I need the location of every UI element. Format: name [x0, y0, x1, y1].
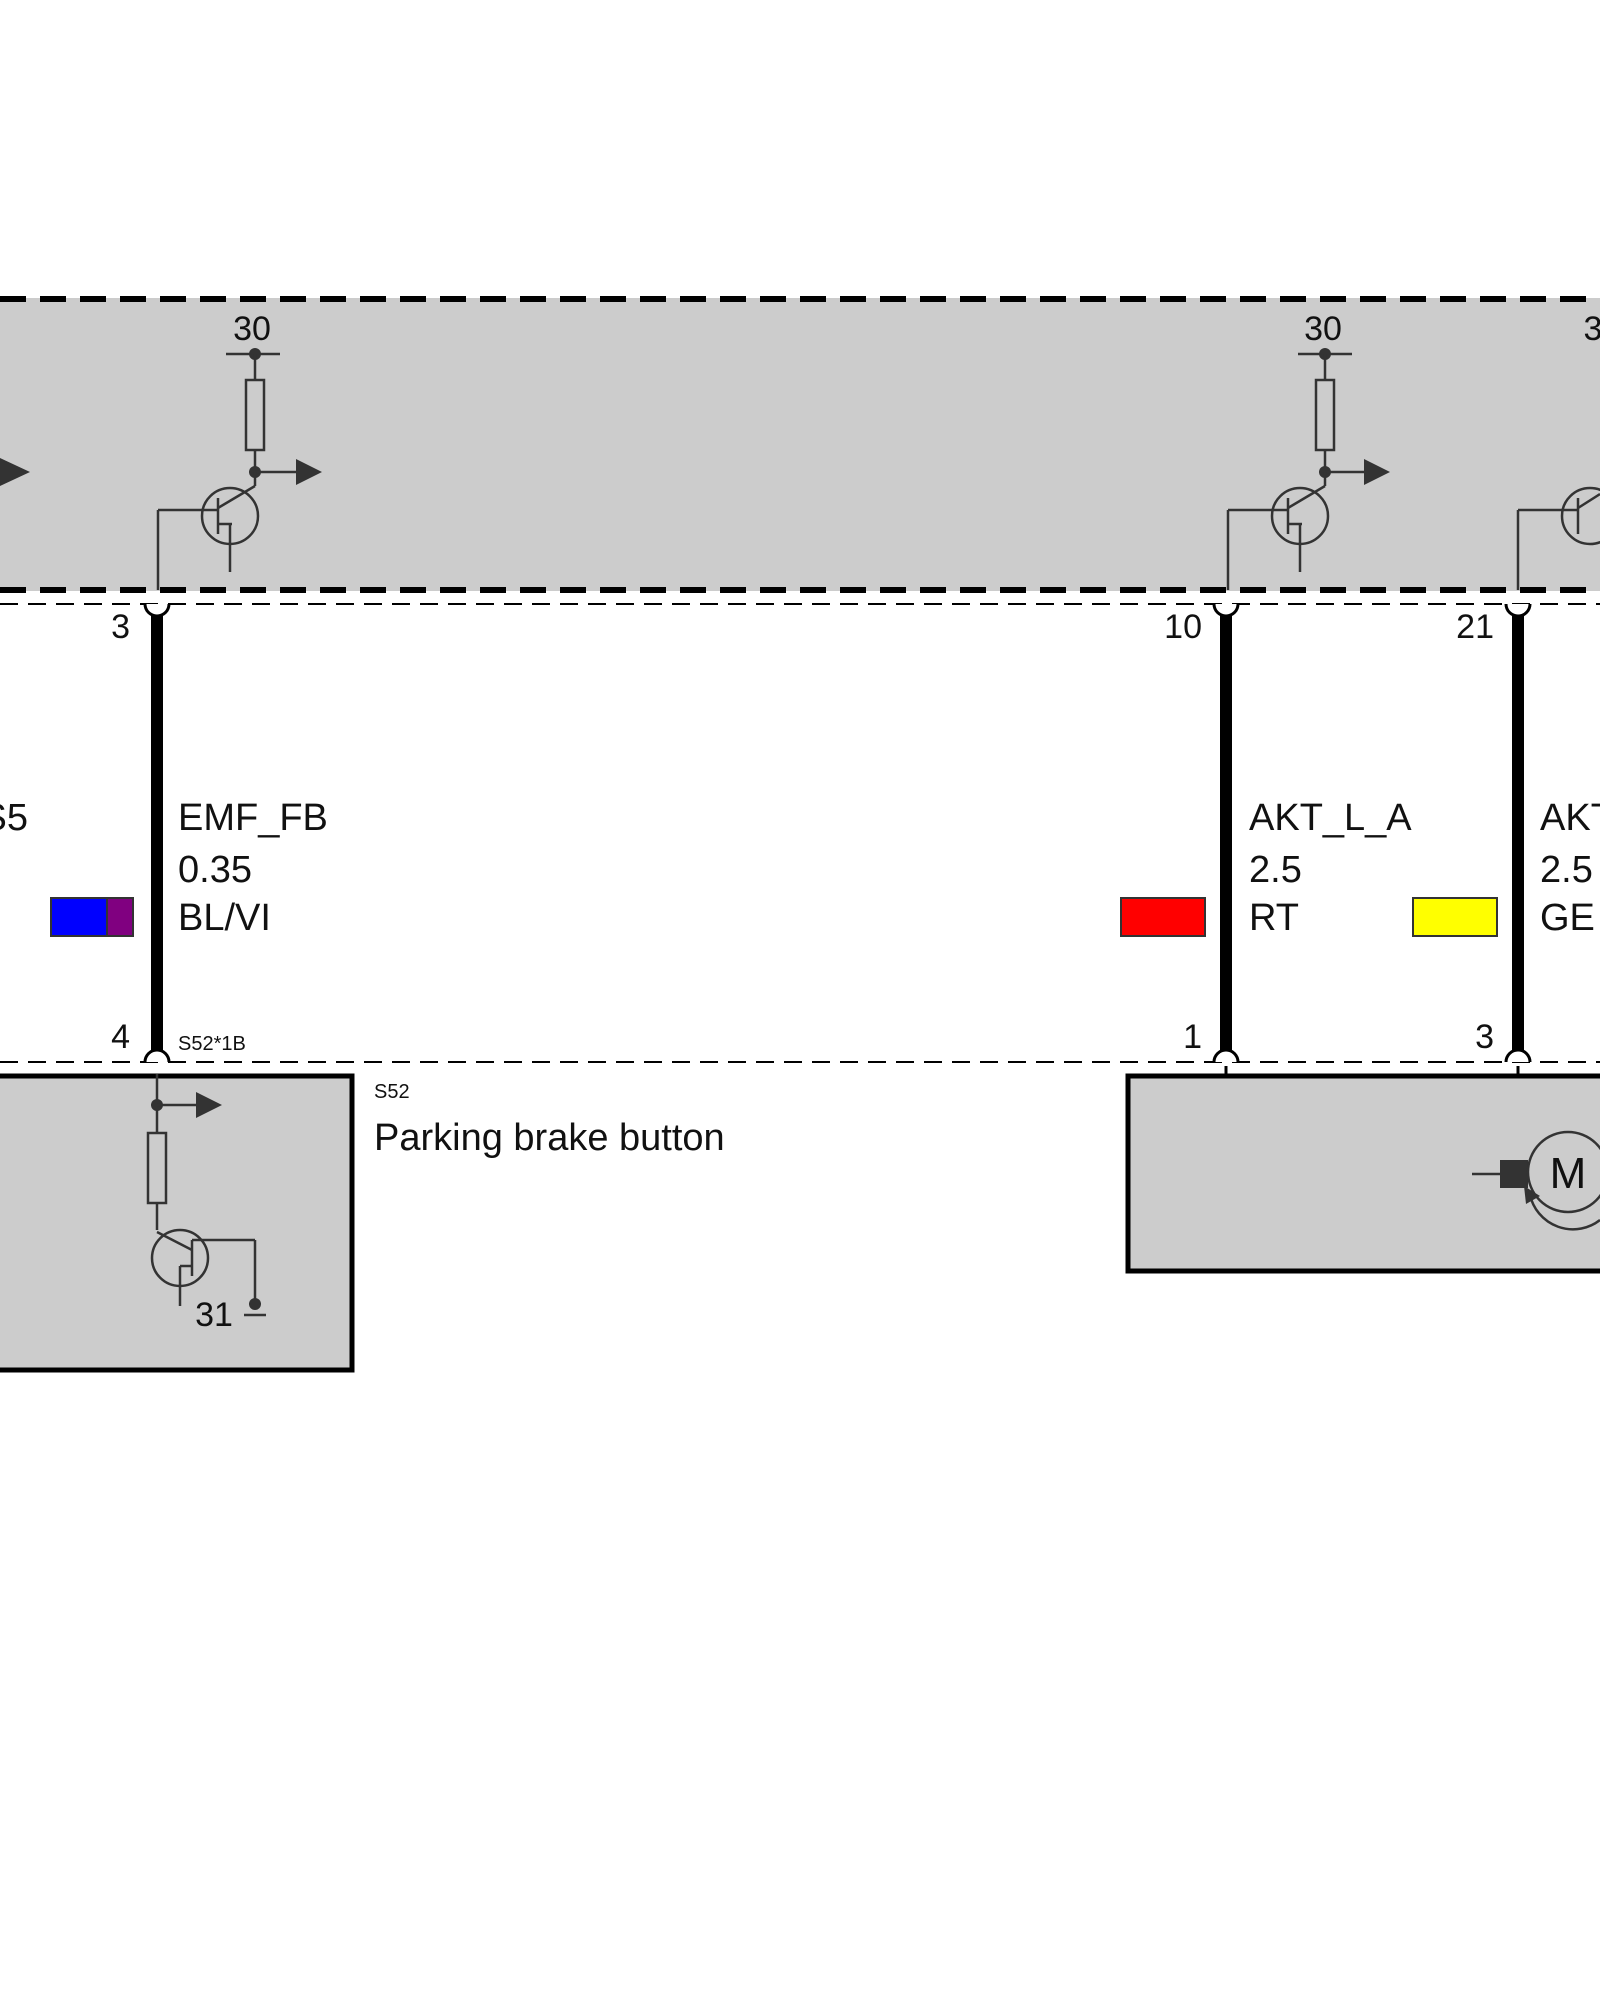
color-swatch-blue	[50, 897, 108, 937]
button-component-body[interactable]	[0, 1073, 355, 1373]
wire-akt-right-cross-section: 2.5	[1540, 849, 1593, 891]
ground-label: 31	[195, 1296, 233, 1334]
wire-akt-right-signal: AKT	[1540, 797, 1600, 839]
wire-akt-l-a-cross-section: 2.5	[1249, 849, 1302, 891]
wire-partial-label: S5	[0, 797, 28, 839]
wire-emf-cross-section: 0.35	[178, 849, 252, 891]
transistor-icon	[1560, 486, 1600, 546]
wire-emf-color-code: BL/VI	[178, 897, 271, 939]
driver-circuit-akt-right: 3	[1516, 310, 1600, 590]
pin-terminal-icon	[143, 1048, 171, 1063]
wire-emf-color-swatch	[50, 897, 134, 937]
supply-label-partial: 3	[1584, 310, 1600, 348]
wire-akt-right[interactable]	[1504, 603, 1532, 1063]
motor-icon: M	[1472, 1130, 1600, 1231]
pin-terminal-icon	[1504, 603, 1532, 618]
wire-emf-signal: EMF_FB	[178, 797, 328, 839]
output-arrow-icon	[296, 459, 322, 485]
wire-akt-right-color-code: GE	[1540, 897, 1595, 939]
pin-top-akt-l-a: 10	[1164, 608, 1202, 646]
pin-bottom-akt-l-a: 1	[1183, 1018, 1202, 1056]
output-arrow-icon	[1364, 459, 1390, 485]
button-component-id: S52	[374, 1081, 410, 1103]
motor-symbol: M	[1550, 1149, 1587, 1198]
wire-emf-fb[interactable]	[143, 603, 171, 1063]
pin-top-emf: 3	[111, 608, 130, 646]
wire-akt-l-a-color-code: RT	[1249, 897, 1299, 939]
upper-control-module: 30 30	[0, 296, 1600, 605]
connector-label: S52*1B	[178, 1033, 246, 1055]
color-swatch-yellow	[1412, 897, 1498, 937]
parking-brake-button-component[interactable]: 31	[0, 1073, 355, 1373]
pin-terminal-icon	[143, 603, 171, 618]
output-arrow-icon	[196, 1092, 222, 1118]
button-component-name: Parking brake button	[374, 1117, 725, 1159]
wire-akt-l-a[interactable]	[1212, 603, 1240, 1063]
wire-akt-l-a-signal: AKT_L_A	[1249, 797, 1412, 839]
pin-top-akt-right: 21	[1456, 608, 1494, 646]
supply-label-30-emf: 30	[233, 310, 271, 348]
pin-terminal-icon	[1212, 603, 1240, 618]
actuator-motor-component[interactable]: M	[1125, 1066, 1600, 1274]
ground-node	[249, 1298, 261, 1310]
driver-circuit-akt-l-a: 30	[1226, 310, 1390, 590]
driver-circuit-emf: 30	[156, 310, 322, 590]
pin-bottom-akt-right: 3	[1475, 1018, 1494, 1056]
left-output-arrow-icon	[0, 458, 30, 486]
color-swatch-violet	[106, 897, 134, 937]
pin-bottom-emf: 4	[111, 1018, 130, 1056]
color-swatch-red	[1120, 897, 1206, 937]
supply-label-30-akt: 30	[1304, 310, 1342, 348]
pin-terminal-icon	[1504, 1048, 1532, 1063]
pin-terminal-icon	[1212, 1048, 1240, 1063]
